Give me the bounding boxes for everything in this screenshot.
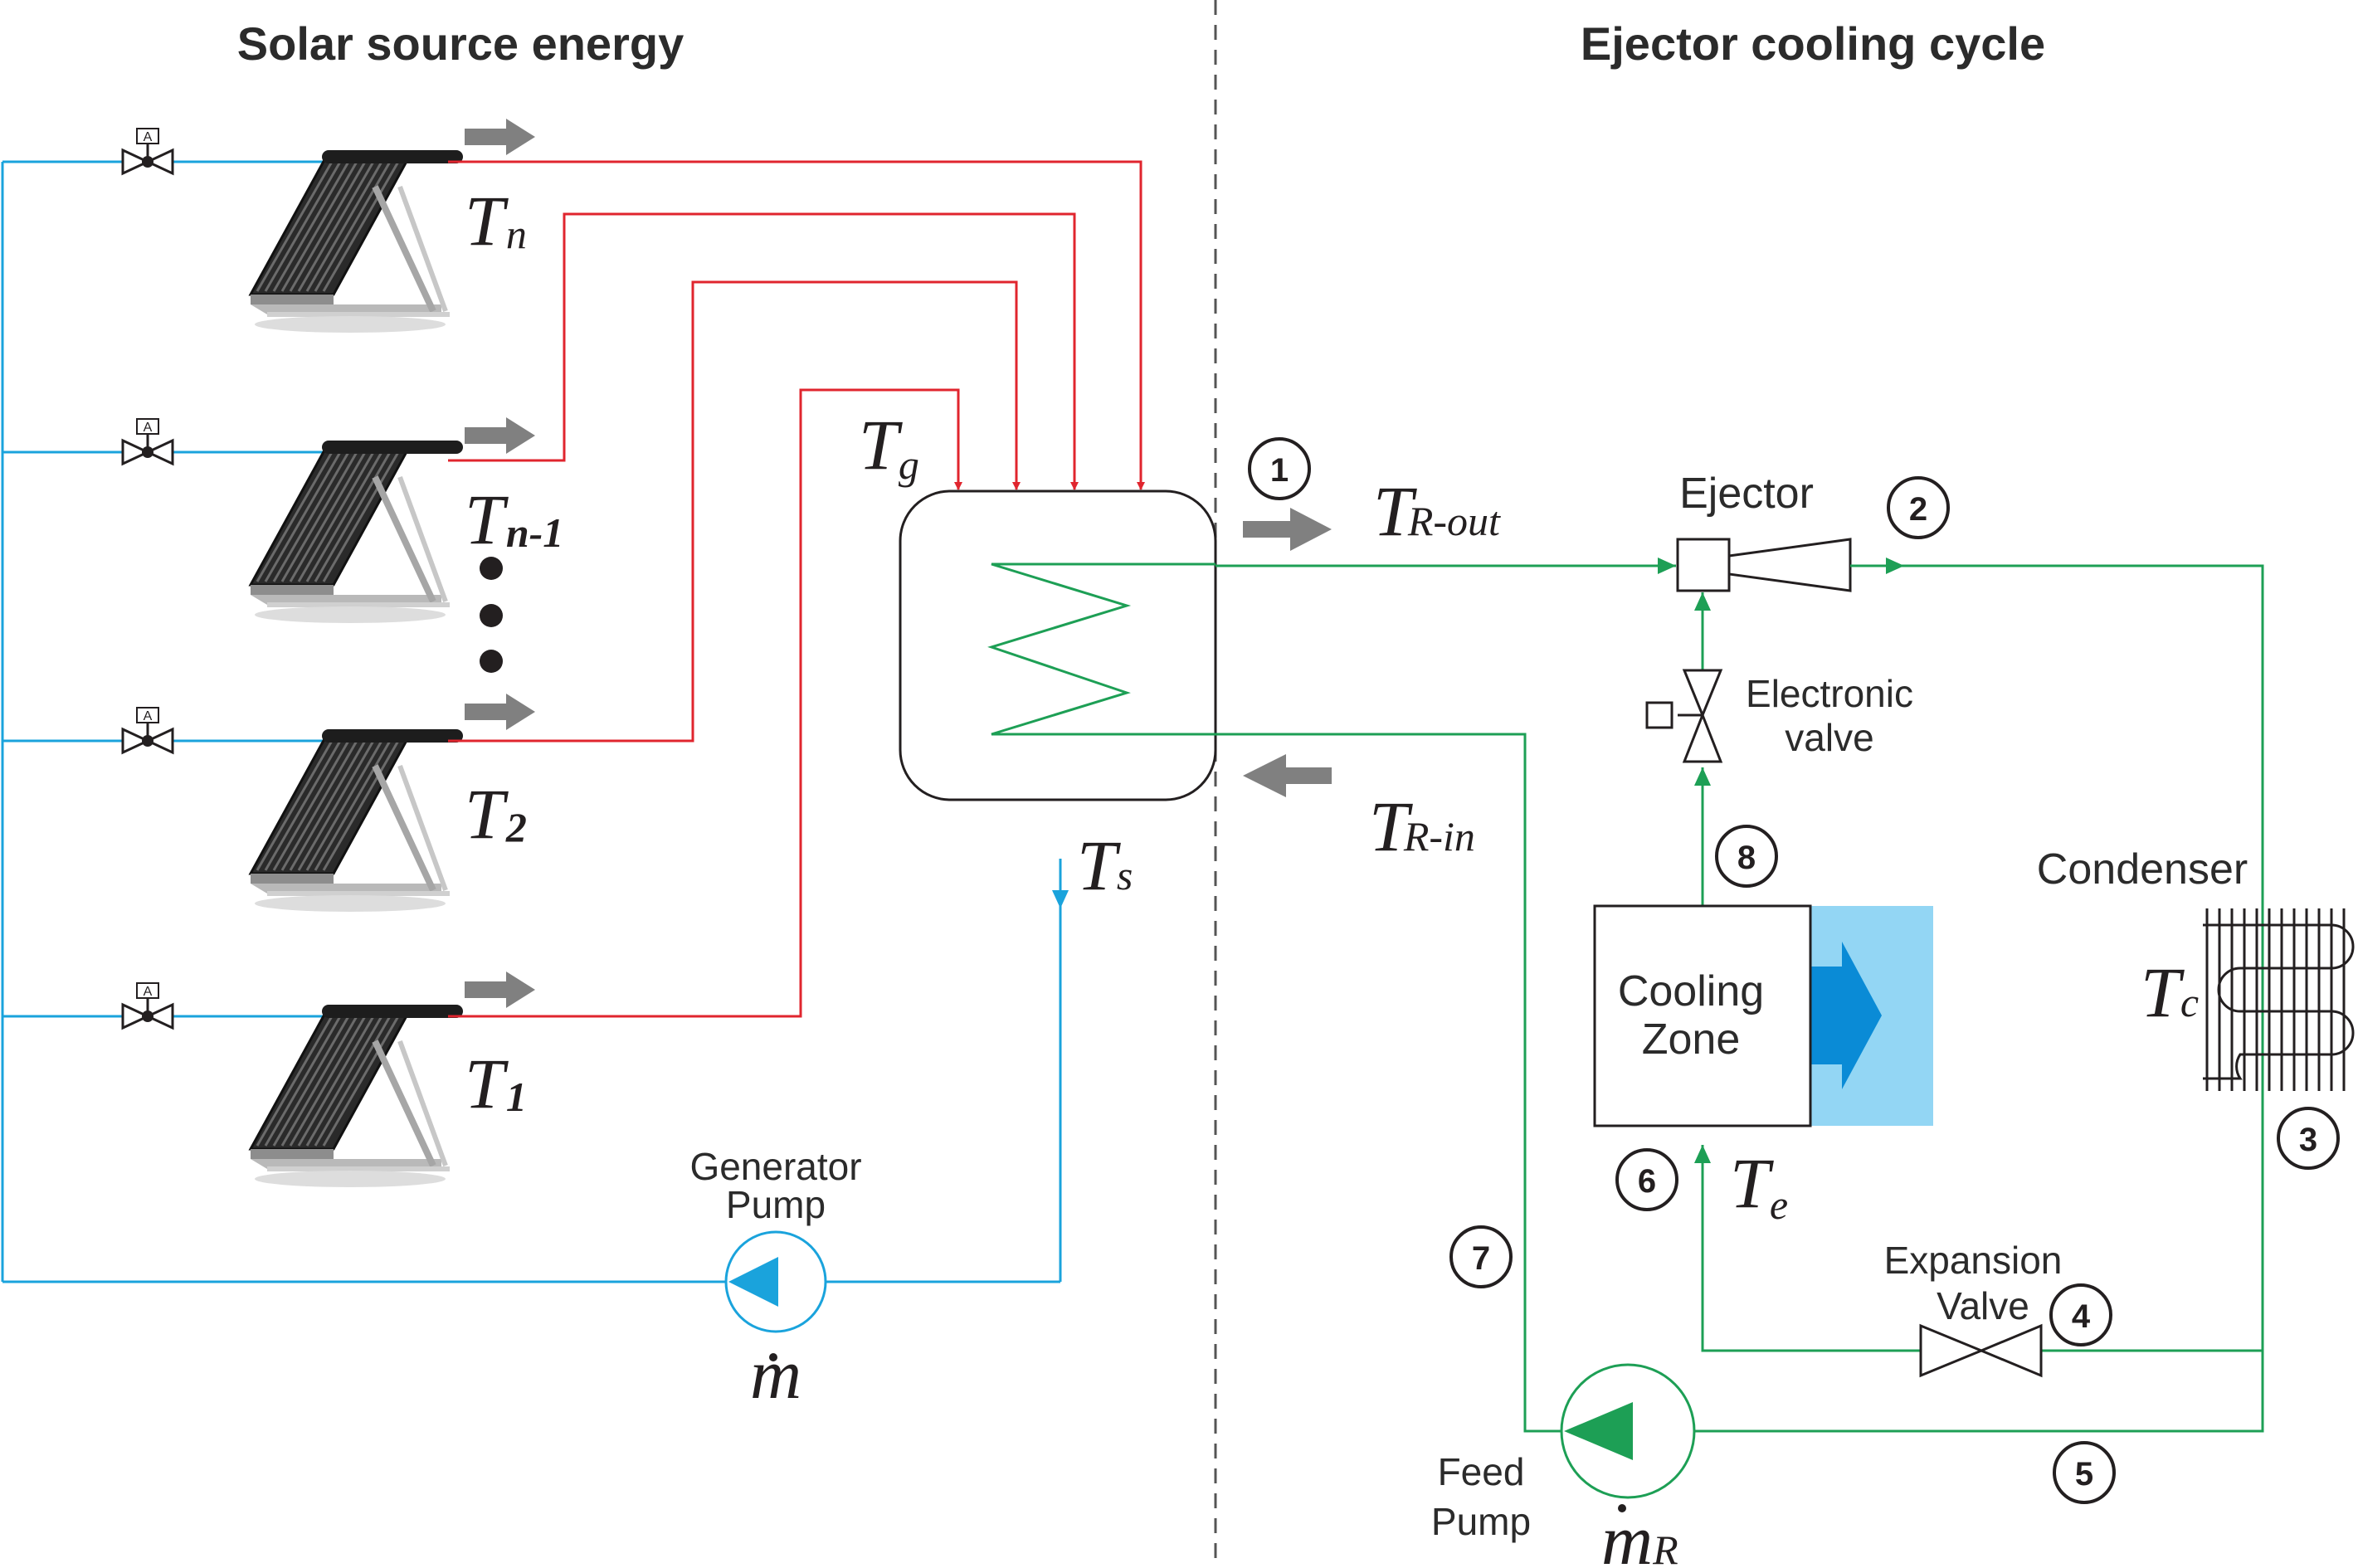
state-point-4-label: 4 [2072, 1298, 2091, 1335]
ejector-diffuser [1727, 538, 1852, 592]
cooling-zone-arrow [1790, 942, 1882, 1089]
state-point-2-label: 2 [1909, 491, 1927, 528]
valve-tag: A [144, 709, 153, 723]
state-point-8-label: 8 [1737, 840, 1756, 876]
feed-pump-label-2: Pump [1431, 1500, 1531, 1543]
label-te: Te [1730, 1143, 1788, 1228]
state-point-1 [1248, 437, 1311, 500]
feed-pump-arrow [1564, 1402, 1633, 1460]
solar-collector-1 [251, 1005, 463, 1187]
valve-tag: A [144, 985, 153, 999]
generator-pump-label-1: Generator [689, 1145, 861, 1188]
label-mass-flow-r: mR [1601, 1500, 1678, 1568]
electronic-valve-label-2: valve [1785, 716, 1873, 759]
flow-arrow-out [1243, 508, 1332, 551]
state-point-5-label: 5 [2075, 1456, 2093, 1493]
state-point-7-label: 7 [1472, 1240, 1490, 1277]
state-point-8 [1715, 825, 1778, 888]
state-point-1-label: 1 [1270, 452, 1289, 489]
state-point-6 [1615, 1148, 1678, 1211]
title-ejector-cycle: Ejector cooling cycle [1581, 17, 2045, 70]
label-tc: Tc [2141, 952, 2199, 1032]
condenser [2203, 908, 2355, 1091]
solar-collector-n [251, 150, 463, 333]
solar-collector-n-1 [251, 441, 463, 623]
mass-flow-dot [769, 1353, 777, 1361]
more-collectors-ellipsis [480, 557, 503, 673]
electronic-valve-top [1682, 669, 1723, 718]
valve-tag: A [144, 421, 153, 435]
mass-flow-r-dot [1618, 1504, 1626, 1512]
state-point-3 [2277, 1107, 2340, 1170]
state-point-6-label: 6 [1638, 1163, 1656, 1200]
feed-pump-label-1: Feed [1438, 1450, 1525, 1493]
flow-arrows-collectors [465, 119, 535, 1008]
generator-pump-label-2: Pump [726, 1183, 826, 1226]
ejector-body [1676, 538, 1731, 592]
storage-tank-generator [899, 489, 1217, 801]
state-point-5 [2053, 1441, 2116, 1504]
label-tn-1: Tn-1 [465, 480, 563, 559]
label-t2: T2 [465, 774, 527, 854]
state-point-4 [2049, 1283, 2112, 1346]
hot-water-lines [448, 160, 1145, 1018]
expansion-valve-label-2: Valve [1937, 1284, 2029, 1327]
condenser-label: Condenser [2037, 845, 2248, 894]
state-point-7 [1449, 1225, 1513, 1288]
label-ts: Ts [1077, 825, 1133, 905]
expansion-valve-right [1978, 1323, 2043, 1378]
ejector-label: Ejector [1679, 470, 1814, 518]
label-tr-out: TR-out [1373, 471, 1501, 551]
label-tn: Tn [465, 181, 527, 261]
expansion-valve-label-1: Expansion [1884, 1239, 2063, 1282]
state-point-2 [1887, 476, 1950, 539]
label-tg: Tg [859, 405, 919, 488]
electronic-valve-label-1: Electronic [1746, 672, 1913, 715]
cooling-zone-label-1: Cooling [1618, 967, 1764, 1015]
valve-tag: A [144, 130, 153, 144]
label-t1: T1 [465, 1044, 527, 1123]
cooling-zone-label-2: Zone [1642, 1015, 1741, 1064]
expansion-valve-left [1919, 1323, 1985, 1378]
electronic-valve-bottom [1682, 711, 1723, 763]
cooling-zone [1593, 904, 1812, 1127]
solar-collector-2 [251, 729, 463, 912]
generator-pump-arrow [728, 1257, 778, 1307]
title-solar-source: Solar source energy [237, 17, 684, 70]
flow-arrow-in [1243, 754, 1332, 797]
label-tr-in: TR-in [1369, 786, 1475, 866]
electronic-valve-actuator [1645, 701, 1673, 729]
generator-coil [987, 562, 1216, 736]
state-point-3-label: 3 [2299, 1122, 2317, 1158]
label-mass-flow: m [750, 1334, 801, 1414]
